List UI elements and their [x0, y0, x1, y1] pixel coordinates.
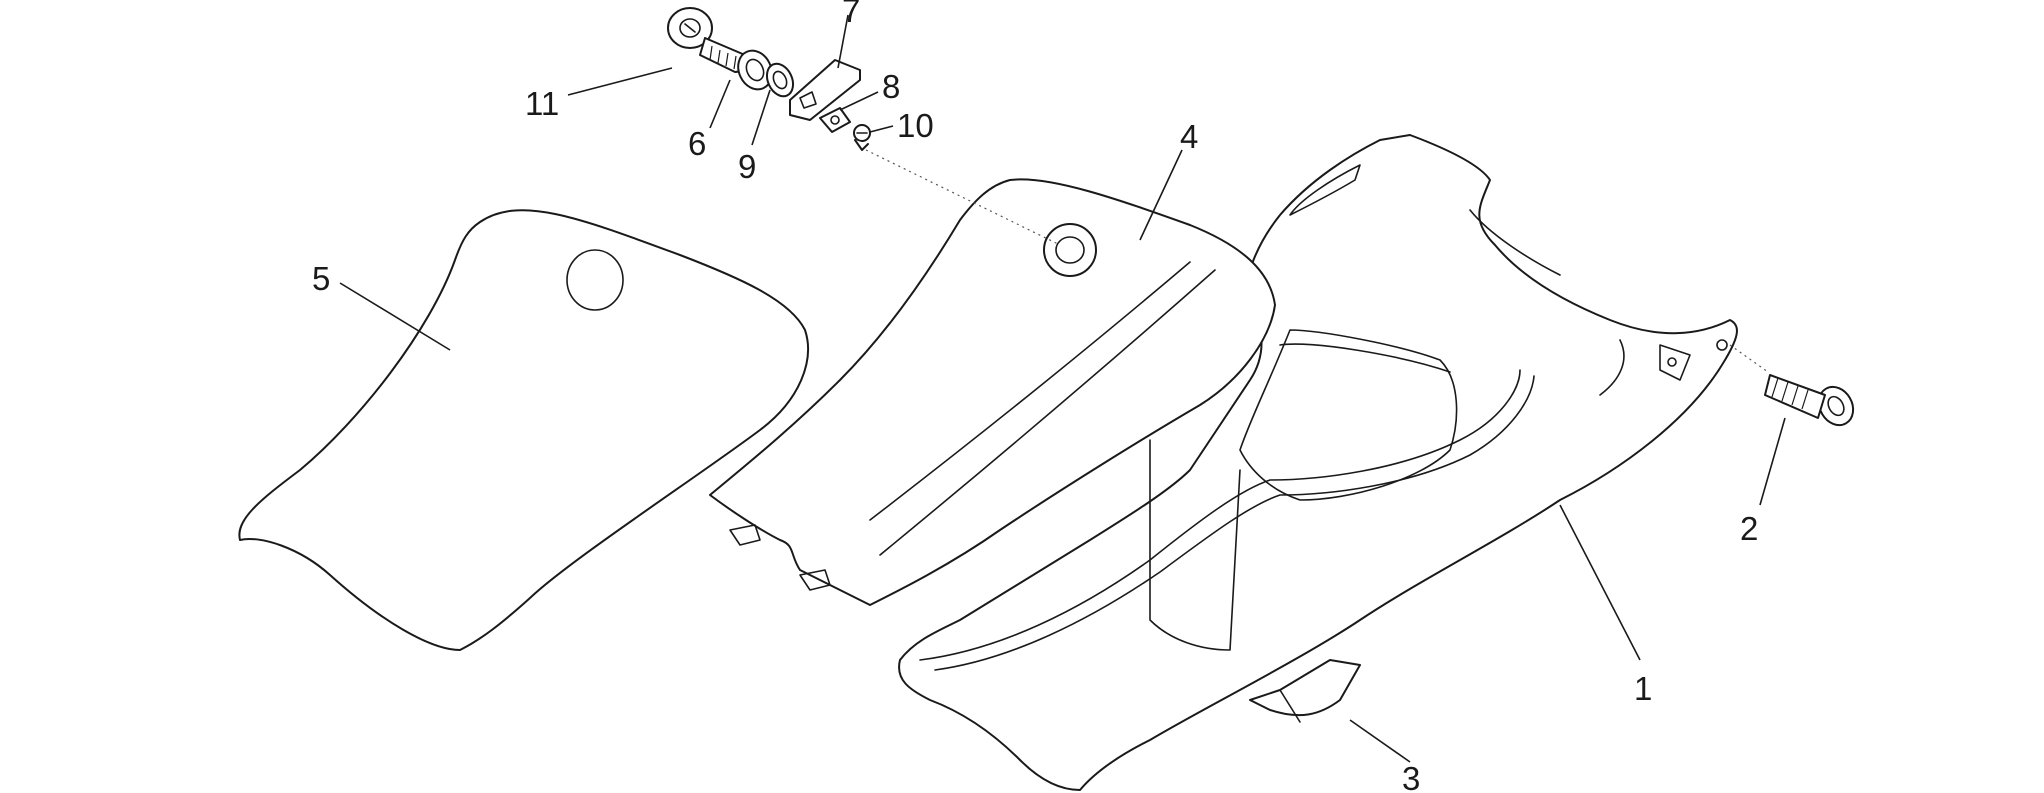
part-10-screw: [853, 124, 871, 151]
part-3-lower-bin: [1249, 659, 1361, 723]
main-body-side-contour: [1599, 339, 1625, 396]
compartment-wall: [1149, 439, 1241, 651]
callout-1: 1: [1634, 670, 1652, 707]
callout-5: 5: [312, 260, 330, 297]
rear-mount-hole: [1716, 339, 1728, 351]
main-body-rim-line-1: [1279, 343, 1451, 373]
lock-cylinder-knurl: [709, 45, 737, 70]
panel-5-outline: [238, 209, 809, 651]
leader-10: [869, 125, 894, 133]
leader-1: [1559, 504, 1641, 661]
callout-10: 10: [897, 107, 934, 144]
lid-outline: [709, 178, 1276, 606]
part-1-main-body: [898, 134, 1738, 791]
part-4-lid: [709, 178, 1276, 606]
callout-2: 2: [1740, 510, 1758, 547]
leader-5: [339, 282, 451, 351]
screw-2-head: [1817, 385, 1855, 427]
leader-11: [567, 67, 673, 96]
callout-labels: 11 6 9 7 8 10 4 5 2 1 3: [312, 0, 1758, 793]
part-2-mounting-screw: [1729, 344, 1855, 427]
main-body-ridge: [1469, 209, 1561, 276]
callout-7: 7: [842, 0, 860, 29]
lid-lock-hole-inner: [1055, 236, 1085, 264]
screw-10-shank: [854, 139, 869, 151]
part-6-lock-nut: [737, 49, 773, 91]
lid-tab-1: [729, 524, 761, 546]
screw-2-head-inner: [1827, 395, 1845, 417]
lid-crease-1: [869, 261, 1191, 521]
part-9-spacer: [765, 62, 795, 98]
main-body-lip-outer: [919, 369, 1521, 661]
callout-6: 6: [688, 125, 706, 162]
lower-bin-outline: [1249, 659, 1361, 717]
cam-latch-plate: [789, 59, 861, 121]
lid-tab-2: [799, 569, 831, 591]
panel-5-hole: [566, 249, 624, 311]
leader-4: [1139, 149, 1183, 241]
lock-nut-outer: [737, 49, 773, 91]
callout-3: 3: [1402, 760, 1420, 793]
lid-lock-hole: [1043, 223, 1097, 277]
callout-4: 4: [1180, 118, 1198, 155]
screw-2-thread: [1771, 377, 1809, 410]
leader-lines: [339, 14, 1786, 763]
spacer-inner: [772, 70, 788, 90]
part-8-washer: [819, 107, 851, 133]
spacer-outer: [765, 62, 795, 98]
callout-9: 9: [738, 148, 756, 185]
lock-keyslot: [684, 23, 696, 33]
callout-11: 11: [525, 85, 559, 122]
mount-tab-hole: [1667, 357, 1677, 367]
mount-tab: [1659, 344, 1691, 381]
part-11-lock-cylinder: [667, 7, 748, 73]
lock-nut-inner: [745, 58, 765, 82]
leader-3: [1349, 719, 1411, 763]
screw-2-axis: [1729, 344, 1769, 373]
leader-6: [709, 79, 731, 129]
part-5-flat-panel: [238, 209, 809, 651]
washer-plate: [819, 107, 851, 133]
main-body-outline: [898, 134, 1738, 791]
leader-7: [837, 14, 849, 69]
callout-8: 8: [882, 68, 900, 105]
assembly-axis-line: [865, 149, 1061, 246]
lower-bin-edge: [1279, 689, 1301, 723]
lock-keyhole-ring: [679, 18, 701, 38]
lock-assembly: [667, 7, 1061, 246]
leader-8: [839, 91, 879, 111]
washer-hole: [830, 115, 840, 125]
leader-2: [1759, 417, 1786, 506]
part-7-cam-latch: [789, 59, 861, 121]
leader-9: [751, 89, 771, 146]
main-body-inner-rim: [1239, 329, 1458, 501]
cam-latch-square-hole: [799, 91, 817, 109]
main-body-top-slot: [1289, 164, 1361, 216]
main-body-lip-inner: [934, 375, 1535, 671]
lid-crease-2: [879, 269, 1216, 556]
